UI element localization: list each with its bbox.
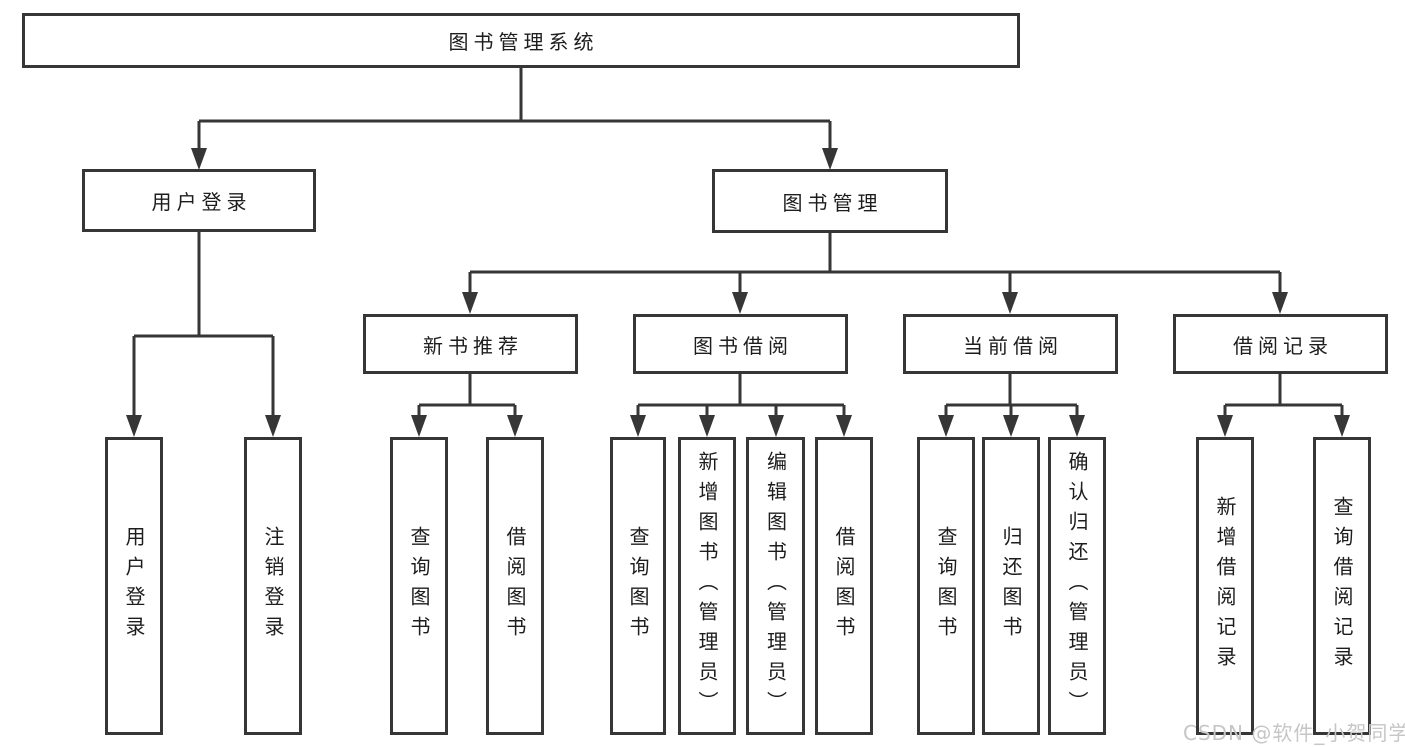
leaf-query-books-borrowing: 查询图书 [610,437,666,735]
arrowheads [126,148,1350,437]
leaf-add-borrow-record: 新增借阅记录 [1196,437,1254,735]
leaf-confirm-return-admin: 确认归还（管理员） [1048,437,1106,735]
leaf-add-book-admin: 新增图书（管理员） [678,437,736,735]
node-new-book-recommendation: 新书推荐 [363,314,578,374]
leaf-query-borrow-record: 查询借阅记录 [1313,437,1371,735]
csdn-watermark: CSDN @软件_小贺同学 [1183,721,1405,745]
connector-stems [132,68,1344,419]
leaf-return-books: 归还图书 [982,437,1040,735]
node-current-borrowing: 当前借阅 [903,314,1118,374]
node-borrowing-records: 借阅记录 [1173,314,1388,374]
node-book-borrowing: 图书借阅 [633,314,848,374]
node-user-login: 用户登录 [82,169,316,232]
leaf-borrow-books-borrowing: 借阅图书 [815,437,873,735]
leaf-edit-book-admin: 编辑图书（管理员） [746,437,805,735]
leaf-borrow-books-recommend: 借阅图书 [486,437,544,735]
node-book-management: 图书管理 [712,169,948,233]
node-library-management-system: 图书管理系统 [22,13,1020,68]
leaf-logout: 注销登录 [244,437,302,735]
leaf-query-books-recommend: 查询图书 [390,437,448,735]
leaf-query-books-current: 查询图书 [917,437,975,735]
leaf-user-login: 用户登录 [105,437,163,735]
